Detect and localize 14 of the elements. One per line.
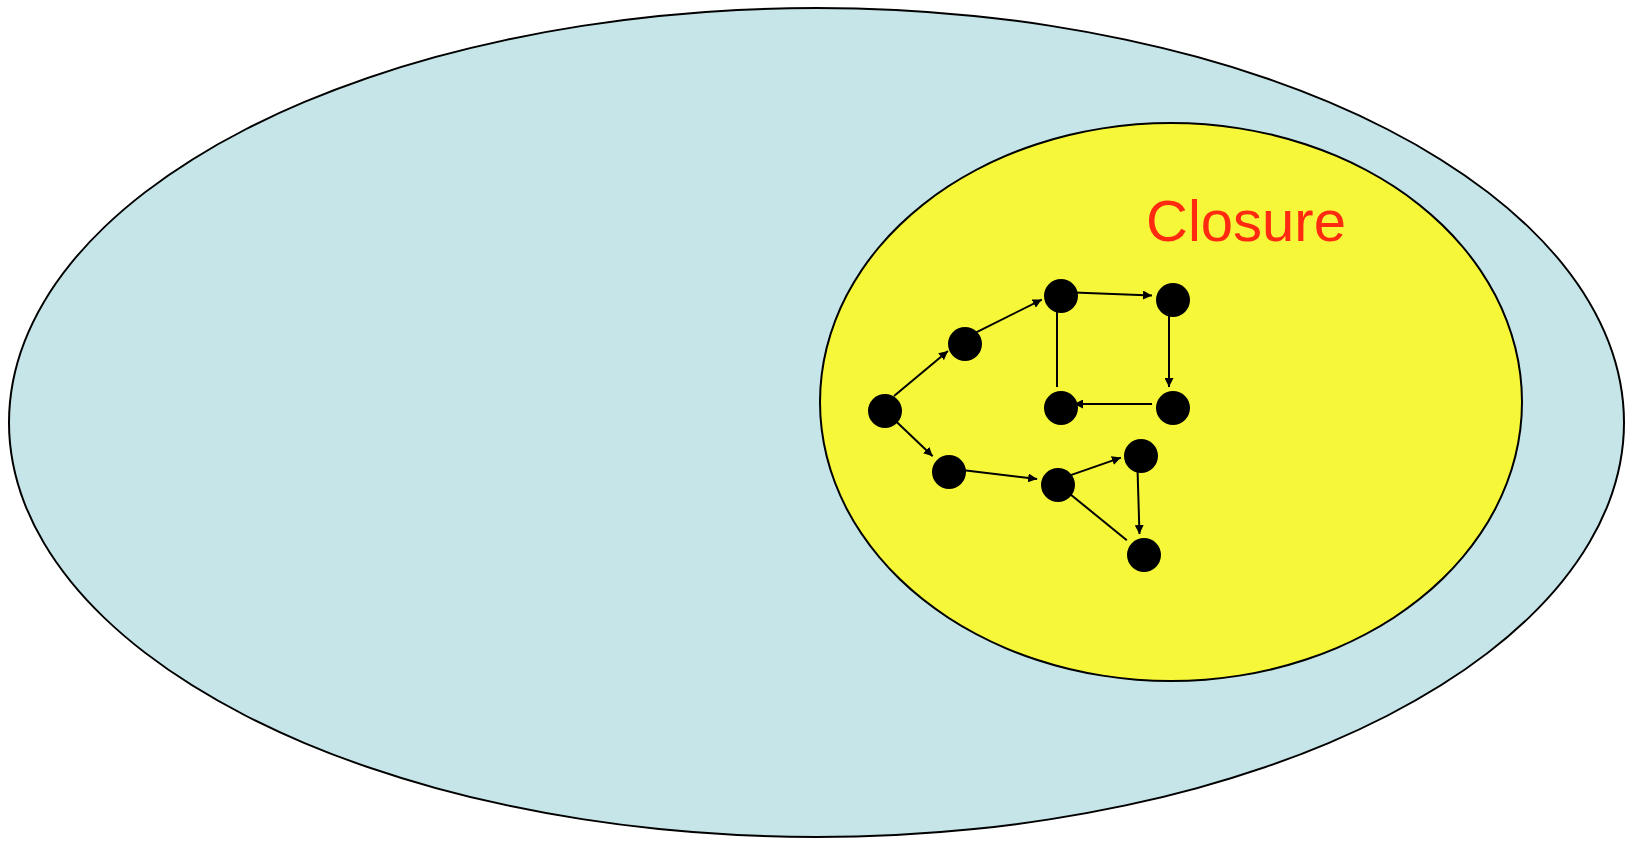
region-title: Closure: [1145, 192, 1347, 250]
arrow: [893, 349, 949, 398]
graph-vertex: [1156, 391, 1190, 425]
arrow: [975, 298, 1043, 334]
graph-vertex: [1156, 283, 1190, 317]
graph-vertex: [932, 455, 966, 489]
arrow: [1069, 456, 1122, 477]
graph-vertex: [868, 394, 902, 428]
graph-vertex: [1041, 468, 1075, 502]
graph-vertex: [1124, 439, 1158, 473]
graph-vertex: [1127, 538, 1161, 572]
graph-vertex: [948, 327, 982, 361]
graph-vertex: [1044, 391, 1078, 425]
graph-vertex: [1044, 279, 1078, 313]
